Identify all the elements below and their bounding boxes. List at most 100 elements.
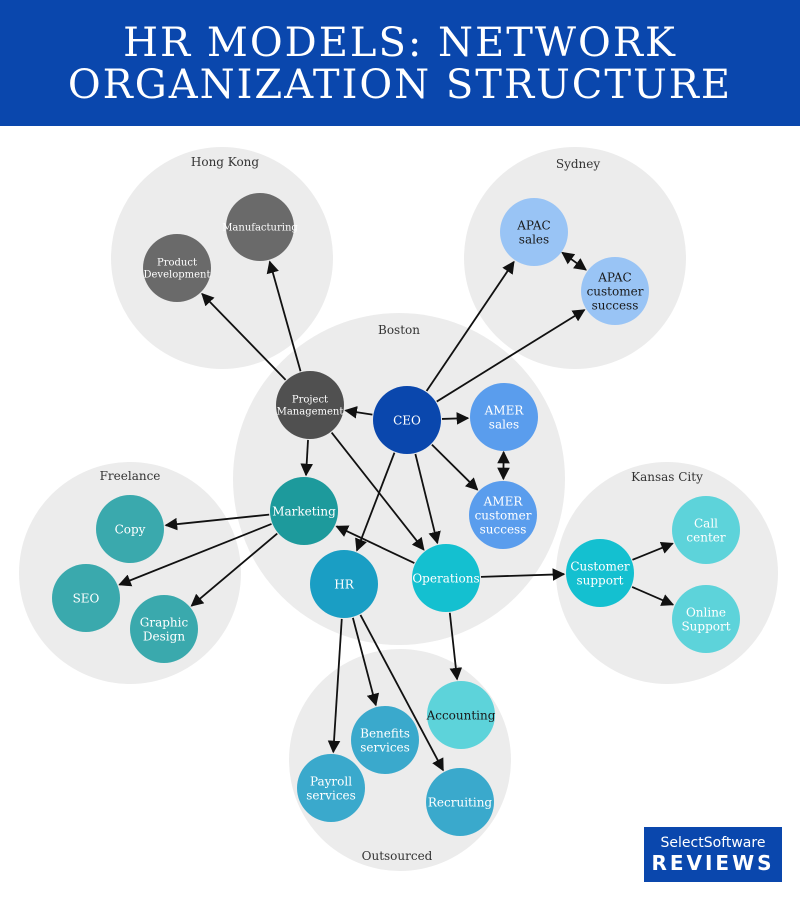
header-banner: HR MODELS: NETWORK ORGANIZATION STRUCTUR… (0, 0, 800, 126)
arrow-hr-to-benefits-services (352, 617, 380, 707)
node-circle-accounting (427, 681, 495, 749)
node-label-recruiting: Recruiting (428, 796, 493, 810)
node-label-operations: Operations (412, 572, 479, 586)
arrow-customer-support-to-call-center (632, 541, 674, 561)
group-hong-kong: Hong Kong (111, 147, 333, 369)
node-circle-recruiting (426, 768, 494, 836)
arrow-ceo-to-project-management (344, 406, 373, 419)
arrow-project-management-to-manufacturing (266, 260, 302, 372)
node-label-accounting: Accounting (426, 709, 496, 723)
node-circle-benefits-services (351, 706, 419, 774)
node-label-manufacturing: Manufacturing (222, 223, 298, 234)
node-copy: Copy (96, 495, 164, 563)
node-circle-apac-sales (500, 198, 568, 266)
node-circle-manufacturing (226, 193, 294, 261)
node-circle-call-center (672, 496, 740, 564)
node-manufacturing: Manufacturing (222, 193, 298, 261)
group-circle-sydney (464, 147, 686, 369)
node-circle-graphic-design (130, 595, 198, 663)
node-accounting: Accounting (426, 681, 496, 749)
arrow-marketing-to-graphic-design (190, 532, 278, 607)
arrow-hr-to-recruiting (359, 614, 444, 772)
node-circle-project-management (276, 371, 344, 439)
node-circle-amer-customer-success (469, 481, 537, 549)
node-label-seo: SEO (73, 592, 100, 606)
arrow-customer-support-to-online-support (631, 586, 675, 606)
arrow-project-management-to-product-development (201, 292, 287, 381)
node-label-marketing: Marketing (272, 505, 336, 519)
arrow-ceo-to-operations (414, 453, 441, 545)
node-circle-product-development (143, 234, 211, 302)
group-label-kansas-city: Kansas City (631, 470, 703, 484)
node-circle-apac-customer-success (581, 257, 649, 325)
node-label-hr: HR (334, 578, 354, 592)
arrow-operations-to-customer-support (480, 568, 566, 581)
node-hr: HR (310, 550, 378, 618)
group-label-hong-kong: Hong Kong (191, 155, 260, 169)
group-circle-boston (233, 313, 565, 645)
node-recruiting: Recruiting (426, 768, 494, 836)
node-circle-copy (96, 495, 164, 563)
title-line-1: HR MODELS: NETWORK (123, 20, 677, 66)
logo-line-2: REVIEWS (651, 851, 775, 875)
node-marketing: Marketing (270, 477, 338, 545)
arrow-marketing-to-seo (118, 523, 272, 587)
arrow-hr-to-payroll-services (327, 618, 343, 754)
group-circle-hong-kong (111, 147, 333, 369)
arrow-ceo-to-apac-sales (425, 260, 515, 392)
title-line-2: ORGANIZATION STRUCTURE (67, 62, 733, 108)
arrow-operations-to-marketing (335, 525, 415, 564)
node-circle-hr (310, 550, 378, 618)
node-label-ceo: CEO (393, 414, 421, 428)
logo-line-1: SelectSoftware (660, 835, 766, 851)
group-label-outsourced: Outsourced (362, 849, 433, 863)
node-circle-customer-support (566, 539, 634, 607)
node-circle-marketing (270, 477, 338, 545)
group-boston: Boston (233, 313, 565, 645)
arrow-ceo-to-hr (355, 452, 396, 552)
page-title: HR MODELS: NETWORK ORGANIZATION STRUCTUR… (0, 0, 800, 106)
group-label-boston: Boston (378, 323, 420, 337)
connector-arrows (118, 251, 675, 772)
arrow-project-management-to-operations (330, 431, 425, 551)
node-operations: Operations (412, 544, 480, 612)
arrow-apac-sales-to-apac-customer-success (561, 251, 587, 271)
node-circle-payroll-services (297, 754, 365, 822)
node-label-copy: Copy (115, 523, 146, 537)
arrow-operations-to-accounting (448, 612, 463, 681)
node-circle-online-support (672, 585, 740, 653)
node-ceo: CEO (373, 386, 441, 454)
node-circle-ceo (373, 386, 441, 454)
group-label-freelance: Freelance (100, 469, 161, 483)
selectsoftware-reviews-logo: SelectSoftware REVIEWS (644, 827, 782, 882)
node-seo: SEO (52, 564, 120, 632)
arrow-ceo-to-amer-sales (441, 412, 470, 425)
arrow-ceo-to-apac-customer-success (436, 309, 586, 403)
arrow-ceo-to-amer-customer-success (431, 443, 479, 491)
group-sydney: Sydney (464, 147, 686, 369)
